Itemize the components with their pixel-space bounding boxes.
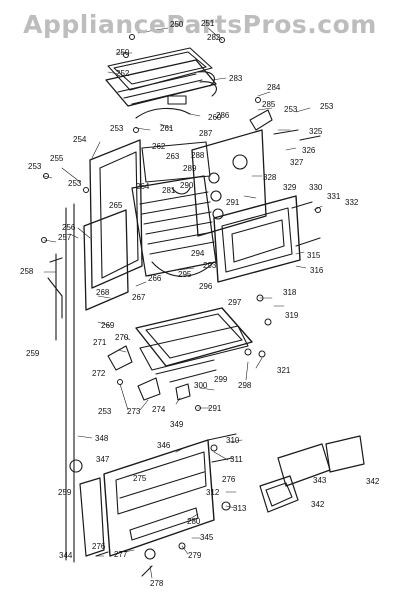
callout: 297	[228, 298, 242, 307]
rear-control-panel	[191, 109, 321, 237]
callout: 321	[277, 366, 291, 375]
callout: 263	[166, 152, 180, 161]
callout: 256	[62, 223, 76, 232]
callout: 261	[160, 124, 174, 133]
callout: 348	[95, 434, 109, 443]
callout: 264	[136, 182, 150, 191]
callout: 316	[310, 266, 324, 275]
callout: 277	[114, 550, 128, 559]
callout: 250	[170, 20, 184, 29]
callout: 319	[285, 311, 299, 320]
callout: 298	[238, 381, 252, 390]
callout: 291	[226, 198, 240, 207]
callout: 349	[170, 420, 184, 429]
callout: 295	[178, 270, 192, 279]
callout: 266	[148, 274, 162, 283]
callout: 275	[133, 474, 147, 483]
callout: 315	[307, 251, 321, 260]
callout: 254	[73, 135, 87, 144]
callout: 253	[284, 105, 298, 114]
callout: 281	[162, 186, 176, 195]
callout: 257	[58, 233, 72, 242]
callout: 318	[283, 288, 297, 297]
callout: 279	[188, 551, 202, 560]
callout: 269	[101, 321, 115, 330]
cabinet-side-panels	[47, 139, 211, 563]
callout: 270	[115, 333, 129, 342]
callout: 329	[283, 183, 297, 192]
callout: 299	[214, 375, 228, 384]
watermark-text: AppliancePartsPros.com	[23, 10, 377, 39]
callout: 259	[26, 349, 40, 358]
kick-panel-assembly	[69, 433, 237, 577]
callout: 262	[152, 142, 166, 151]
callout: 276	[92, 542, 106, 551]
callout: 258	[20, 267, 34, 276]
side-covers	[259, 435, 365, 513]
callout: 267	[132, 293, 146, 302]
callout: 260	[208, 113, 222, 122]
callout: 273	[127, 407, 141, 416]
callout: 294	[191, 249, 205, 258]
callout: 274	[152, 405, 166, 414]
callout: 253	[68, 179, 82, 188]
callout: 250	[116, 48, 130, 57]
callout: 291	[208, 404, 222, 413]
callout: 325	[309, 127, 323, 136]
callout: 342	[366, 477, 380, 486]
callout: 288	[191, 151, 205, 160]
callout: 311	[230, 455, 243, 464]
callout: 253	[28, 162, 42, 171]
callout: 327	[290, 158, 304, 167]
callout: 344	[59, 551, 73, 560]
callout: 310	[226, 436, 240, 445]
callout: 285	[262, 100, 276, 109]
callout: 255	[50, 154, 64, 163]
callout: 283	[229, 74, 243, 83]
oven-cavity	[131, 175, 217, 277]
storage-drawer	[107, 307, 253, 401]
callout: 289	[183, 164, 197, 173]
callout: 253	[320, 102, 334, 111]
callout: 259	[58, 488, 72, 497]
callout: 345	[200, 533, 214, 542]
callout: 253	[110, 124, 124, 133]
oven-door	[213, 195, 321, 283]
callout: 293	[203, 261, 217, 270]
callout: 253	[98, 407, 112, 416]
callout: 347	[96, 455, 110, 464]
broil-element-assembly	[105, 47, 217, 119]
callout: 331	[327, 192, 341, 201]
callout: 300	[194, 381, 208, 390]
callout: 278	[150, 579, 164, 588]
callout: 313	[233, 504, 247, 513]
callout: 346	[157, 441, 171, 450]
callout: 328	[263, 173, 277, 182]
callout: 271	[93, 338, 107, 347]
callout: 252	[116, 69, 130, 78]
callout: 312	[206, 488, 220, 497]
callout: 265	[109, 201, 123, 210]
fasteners	[41, 34, 321, 550]
callout: 268	[96, 288, 110, 297]
leader-lines	[43, 27, 323, 579]
callout: 286	[216, 111, 230, 120]
callout: 287	[199, 129, 213, 138]
callout: 343	[313, 476, 327, 485]
callout: 330	[309, 183, 323, 192]
callout: 282	[207, 33, 221, 42]
callout: 290	[180, 181, 194, 190]
callout: 296	[199, 282, 213, 291]
callout: 332	[345, 198, 359, 207]
callout: 272	[92, 369, 106, 378]
callout: 284	[267, 83, 281, 92]
callout: 251	[201, 19, 215, 28]
callout: 326	[302, 146, 316, 155]
callout: 342	[311, 500, 325, 509]
callout: 276	[222, 475, 236, 484]
callout: 280	[187, 517, 201, 526]
